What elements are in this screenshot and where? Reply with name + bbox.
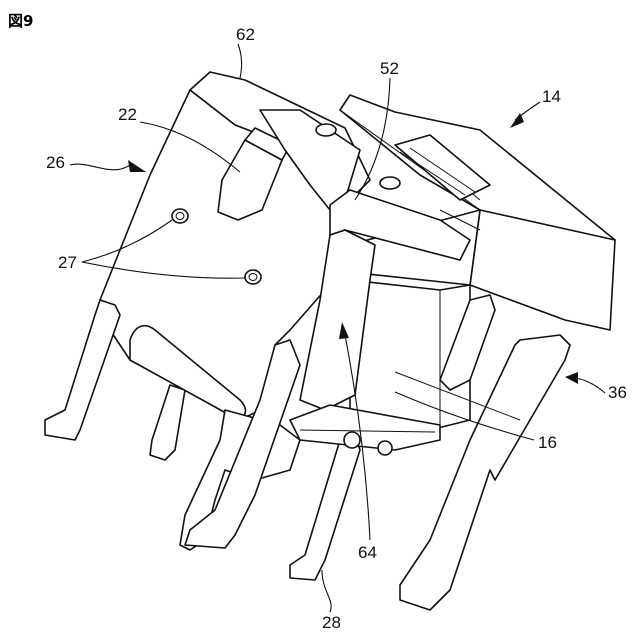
bracket-hole-a bbox=[316, 124, 336, 136]
pin-boss bbox=[344, 432, 360, 448]
label-62: 62 bbox=[236, 25, 255, 44]
label-28: 28 bbox=[322, 613, 341, 632]
label-14: 14 bbox=[542, 87, 561, 106]
label-52: 52 bbox=[380, 59, 399, 78]
contact-pin-28 bbox=[290, 435, 360, 580]
hole-27-lower bbox=[245, 270, 261, 284]
bracket-hole-b bbox=[380, 177, 400, 189]
pin-boss-b bbox=[378, 441, 392, 455]
label-26: 26 bbox=[46, 153, 65, 172]
label-64: 64 bbox=[358, 543, 377, 562]
connector-drawing bbox=[45, 72, 615, 610]
label-22: 22 bbox=[118, 105, 137, 124]
label-16: 16 bbox=[538, 433, 557, 452]
label-27: 27 bbox=[58, 253, 77, 272]
hole-27-upper bbox=[172, 209, 188, 223]
shell-left-leg bbox=[45, 300, 120, 440]
shell-rear-leg bbox=[150, 385, 185, 460]
figure-title: 図9 bbox=[8, 12, 33, 30]
label-36: 36 bbox=[608, 383, 627, 402]
